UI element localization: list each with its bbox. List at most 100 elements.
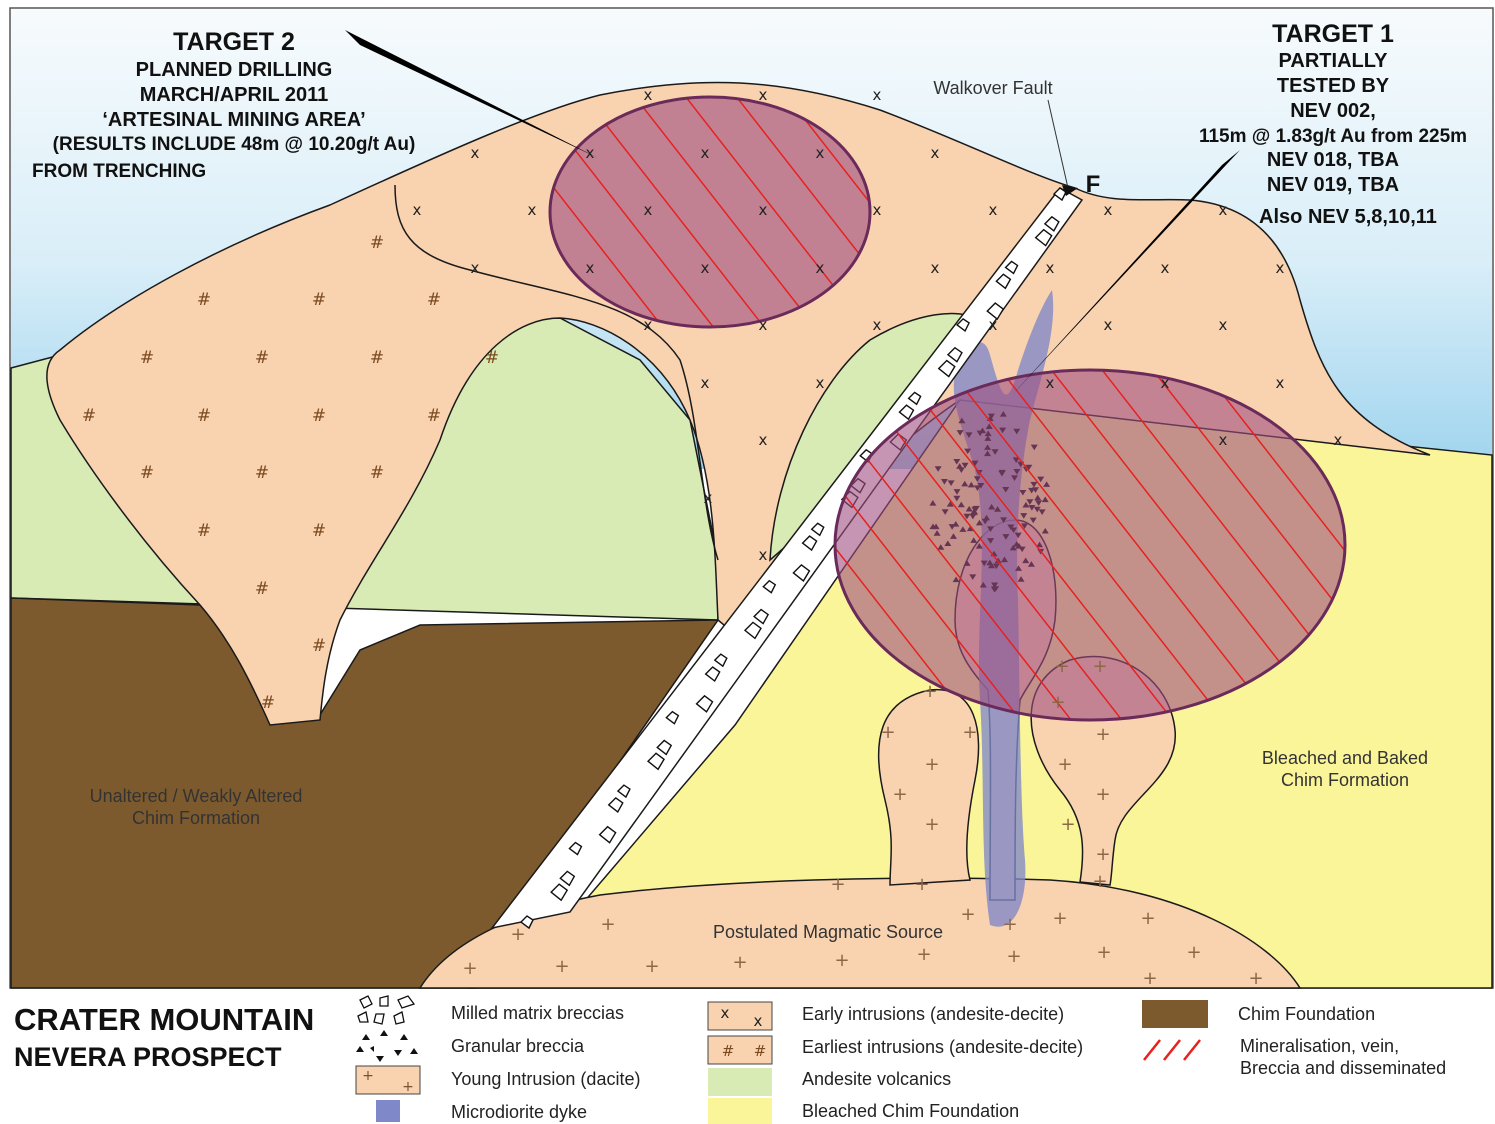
pattern-symbol: +	[892, 784, 907, 805]
legend-item-3: Young Intrusion (dacite)	[451, 1069, 640, 1089]
pattern-symbol: x	[528, 201, 537, 219]
bleached-label-2: Chim Formation	[1281, 770, 1409, 790]
pattern-symbol: x	[759, 431, 768, 449]
pattern-symbol: +	[916, 944, 931, 965]
pattern-symbol: #	[140, 348, 154, 368]
pattern-symbol: x	[1219, 201, 1228, 219]
pattern-symbol: #	[312, 406, 326, 426]
svg-text:x: x	[754, 1012, 763, 1030]
pattern-symbol: +	[1248, 968, 1263, 989]
yellow-swatch-icon	[708, 1098, 772, 1124]
pattern-symbol: x	[471, 144, 480, 162]
pattern-symbol: +	[1002, 914, 1017, 935]
pattern-symbol: x	[873, 201, 882, 219]
target-2-line-4: (RESULTS INCLUDE 48m @ 10.20g/t Au)	[53, 134, 416, 155]
pattern-symbol: +	[914, 874, 929, 895]
pattern-symbol: +	[1050, 692, 1065, 713]
legend-item-11: Breccia and disseminated	[1240, 1058, 1446, 1078]
target-1-line-3: NEV 002,	[1290, 100, 1376, 122]
granular-breccia-icon	[356, 1030, 418, 1062]
svg-text:+: +	[362, 1068, 374, 1084]
unaltered-label-2: Chim Formation	[132, 808, 260, 828]
unaltered-label-1: Unaltered / Weakly Altered	[90, 786, 303, 806]
pattern-symbol: +	[554, 956, 569, 977]
pattern-symbol: +	[1052, 908, 1067, 929]
svg-text:+: +	[402, 1079, 414, 1095]
hash-swatch-icon: # #	[708, 1036, 772, 1064]
pattern-symbol: +	[924, 754, 939, 775]
pattern-symbol: x	[1334, 431, 1343, 449]
pattern-symbol: x	[471, 259, 480, 277]
svg-text:#: #	[722, 1042, 735, 1060]
pattern-symbol: +	[644, 956, 659, 977]
pattern-symbol: #	[370, 348, 384, 368]
pattern-symbol: x	[816, 259, 825, 277]
pattern-symbol: x	[644, 86, 653, 104]
pattern-symbol: x	[989, 201, 998, 219]
legend-item-6: Earliest intrusions (andesite-decite)	[802, 1037, 1083, 1057]
pattern-symbol: x	[816, 144, 825, 162]
pattern-symbol: +	[1060, 814, 1075, 835]
plus-swatch-icon: + +	[356, 1066, 420, 1095]
pattern-symbol: x	[1046, 374, 1055, 392]
legend-item-2: Granular breccia	[451, 1036, 585, 1056]
blue-swatch-icon	[376, 1100, 400, 1122]
pattern-symbol: x	[1276, 374, 1285, 392]
pattern-symbol: +	[510, 924, 525, 945]
pattern-symbol: #	[312, 521, 326, 541]
target-1-line-1: PARTIALLY	[1279, 50, 1389, 72]
pattern-symbol: x	[1104, 201, 1113, 219]
target-1-extra: Also NEV 5,8,10,11	[1259, 206, 1437, 228]
svg-text:#: #	[754, 1042, 767, 1060]
pattern-symbol: x	[644, 201, 653, 219]
bleached-label-1: Bleached and Baked	[1262, 748, 1428, 768]
pattern-symbol: #	[370, 463, 384, 483]
pattern-symbol: x	[413, 201, 422, 219]
pattern-symbol: x	[701, 259, 710, 277]
target-1-line-4: 115m @ 1.83g/t Au from 225m	[1199, 126, 1467, 147]
green-swatch-icon	[708, 1068, 772, 1096]
target-1-line-2: TESTED BY	[1277, 75, 1390, 97]
target-1-title: TARGET 1	[1272, 20, 1394, 48]
pattern-symbol: +	[834, 950, 849, 971]
legend-item-10: Mineralisation, vein,	[1240, 1036, 1399, 1056]
pattern-symbol: +	[462, 958, 477, 979]
fault-marker-label: F	[1086, 171, 1101, 198]
pattern-symbol: #	[370, 233, 384, 253]
pattern-symbol: x	[586, 144, 595, 162]
pattern-symbol: x	[931, 144, 940, 162]
pattern-symbol: x	[586, 259, 595, 277]
pattern-symbol: x	[1219, 316, 1228, 334]
legend-item-1: Milled matrix breccias	[451, 1003, 624, 1023]
pattern-symbol: x	[816, 374, 825, 392]
pattern-symbol: #	[427, 290, 441, 310]
pattern-symbol: +	[1006, 946, 1021, 967]
pattern-symbol: x	[1104, 316, 1113, 334]
pattern-symbol: x	[931, 259, 940, 277]
pattern-symbol: x	[759, 201, 768, 219]
pattern-symbol: +	[1092, 656, 1107, 677]
pattern-symbol: +	[1054, 656, 1069, 677]
x-swatch-icon: x x	[708, 1002, 772, 1030]
pattern-symbol: #	[427, 406, 441, 426]
pattern-symbol: x	[701, 374, 710, 392]
pattern-symbol: x	[1276, 259, 1285, 277]
pattern-symbol: x	[873, 316, 882, 334]
pattern-symbol: #	[312, 290, 326, 310]
pattern-symbol: +	[922, 681, 937, 702]
pattern-symbol: x	[644, 316, 653, 334]
target-2-title: TARGET 2	[173, 28, 295, 56]
target-2-line-2: MARCH/APRIL 2011	[140, 84, 329, 106]
pattern-symbol: #	[82, 406, 96, 426]
pattern-symbol: +	[880, 722, 895, 743]
pattern-symbol: +	[732, 952, 747, 973]
pattern-symbol: #	[197, 521, 211, 541]
svg-text:x: x	[721, 1004, 730, 1022]
brown-swatch-icon	[1142, 1000, 1208, 1028]
pattern-symbol: x	[1161, 259, 1170, 277]
legend-item-4: Microdiorite dyke	[451, 1102, 587, 1122]
legend: CRATER MOUNTAIN NEVERA PROSPECT + +	[14, 996, 1446, 1124]
target-2-line-3: ‘ARTESINAL MINING AREA’	[102, 109, 365, 131]
pattern-symbol: x	[989, 316, 998, 334]
pattern-symbol: #	[261, 693, 275, 713]
